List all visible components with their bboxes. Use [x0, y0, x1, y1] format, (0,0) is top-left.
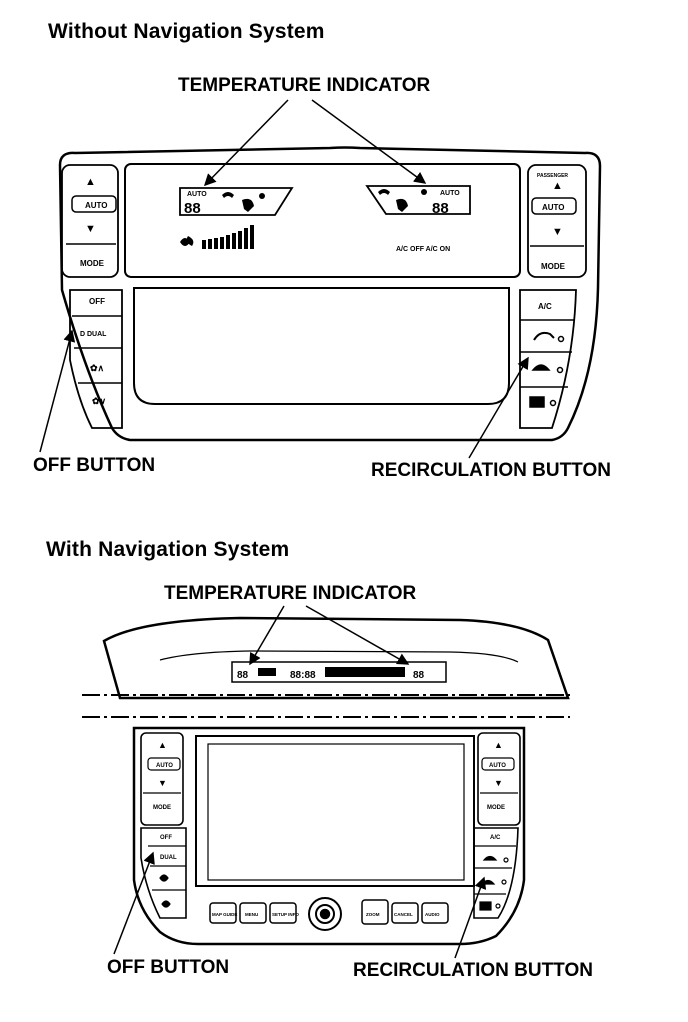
auto-button-right-label: AUTO [542, 203, 565, 212]
recirculation-button-label-top: RECIRCULATION BUTTON [371, 460, 611, 481]
rear-defrost-icon [529, 396, 545, 408]
menu-label: MENU [245, 912, 258, 917]
nav-fan-down-icon [161, 900, 171, 908]
temp-readout-left: 88 [184, 200, 201, 217]
mode-button-right[interactable]: MODE [541, 262, 566, 271]
temp-up-button-right[interactable]: ▲ [552, 180, 563, 192]
nav-defrost-icon [480, 879, 496, 885]
right-lower-buttons-top: A/C [520, 302, 574, 408]
temp-down-button-right[interactable]: ▼ [552, 226, 563, 238]
temperature-indicator-label-bottom: TEMPERATURE INDICATOR [164, 583, 417, 604]
map-guide-label: MAP GUIDE [212, 912, 237, 917]
nav-auto-label-left: AUTO [156, 763, 173, 769]
nav-dual-button[interactable]: DUAL [160, 855, 177, 861]
nav-ac-button[interactable]: A/C [490, 835, 501, 841]
passenger-label: PASSENGER [537, 173, 568, 179]
svg-text:▲: ▲ [85, 176, 96, 188]
rear-defrost-button-top[interactable] [529, 396, 557, 408]
nav-left-controls: ▲ AUTO ▼ MODE OFF DUAL [143, 740, 186, 908]
nav-fan-up-icon [159, 874, 169, 882]
recirculation-icon [533, 331, 555, 341]
temperature-indicator-label-top: TEMPERATURE INDICATOR [178, 75, 431, 96]
callout-lines-top [39, 99, 529, 459]
nav-right-controls: ▲ AUTO ▼ MODE A/C [474, 740, 518, 911]
ac-status-indicator: A/C OFF A/C ON [396, 246, 450, 253]
map-guide-button[interactable] [209, 902, 237, 924]
menu-button[interactable] [239, 902, 267, 924]
cancel-button[interactable] [391, 902, 419, 924]
section-title-with-nav: With Navigation System [46, 538, 290, 561]
climate-panel-without-nav [58, 146, 602, 442]
nav-temp-down-left[interactable]: ▼ [158, 778, 167, 788]
auto-indicator-right: AUTO [440, 190, 460, 197]
nav-top-display-hood [102, 616, 570, 700]
fan-up-button-top[interactable]: ✿∧ [90, 363, 104, 373]
left-lower-buttons-top: OFF D DUAL ✿∧ ✿∨ [72, 297, 122, 406]
auto-button-left-label: AUTO [85, 201, 108, 210]
section-break-lines [82, 694, 570, 718]
defrost-button-top[interactable] [531, 364, 564, 374]
top-display-content: AUTO 88 AUTO 88 [179, 185, 471, 253]
setup-info-button[interactable] [269, 902, 297, 924]
section-title-without-nav: Without Navigation System [48, 20, 325, 43]
vent-icon [222, 192, 265, 212]
recirculation-button-top[interactable] [533, 331, 565, 343]
temp-up-button-left[interactable]: ▲ [85, 176, 96, 188]
nav-temp-up-right[interactable]: ▲ [494, 740, 503, 750]
nav-top-display-content: 88 88:88 88 [237, 667, 425, 681]
zoom-label: ZOOM [366, 912, 380, 917]
right-control-group-top: PASSENGER ▲ AUTO ▼ MODE [530, 173, 584, 271]
audio-button[interactable] [421, 902, 449, 924]
nav-temp-readout-left: 88 [237, 670, 249, 681]
nav-rear-defrost-icon [479, 901, 492, 911]
nav-auto-label-right: AUTO [489, 763, 506, 769]
display-window [124, 163, 521, 278]
zoom-button[interactable] [361, 899, 389, 925]
setup-info-label: SETUP INFO [272, 912, 299, 917]
off-button-label-bottom: OFF BUTTON [107, 957, 230, 978]
fan-icon [180, 236, 194, 246]
nav-mode-right[interactable]: MODE [487, 805, 505, 811]
temp-readout-right: 88 [432, 200, 449, 217]
mode-button-left[interactable]: MODE [80, 259, 105, 268]
auto-button-left[interactable] [71, 195, 117, 213]
nav-auto-button-left[interactable] [147, 757, 181, 771]
nav-temp-readout-right: 88 [413, 670, 425, 681]
dual-button-top[interactable]: D DUAL [80, 331, 107, 338]
nav-auto-button-right[interactable] [481, 757, 515, 771]
defrost-icon [531, 364, 551, 371]
nav-temp-up-left[interactable]: ▲ [158, 740, 167, 750]
cancel-label: CANCEL [394, 912, 413, 917]
audio-label: AUDIO [425, 912, 440, 917]
nav-mode-left[interactable]: MODE [153, 805, 171, 811]
fan-down-button-top[interactable]: ✿∨ [92, 396, 106, 406]
center-blank-panel [133, 287, 510, 405]
nav-temp-down-right[interactable]: ▼ [494, 778, 503, 788]
auto-indicator-left: AUTO [187, 191, 207, 198]
fan-speed-bars [202, 225, 254, 249]
nav-off-button[interactable]: OFF [160, 835, 172, 841]
off-button-label-top: OFF BUTTON [33, 455, 156, 476]
recirculation-button-label-bottom: RECIRCULATION BUTTON [353, 960, 593, 981]
nav-recirculation-icon [482, 855, 498, 861]
left-control-group-top: ▲ AUTO ▼ MODE [66, 176, 117, 268]
ac-button-top[interactable]: A/C [538, 302, 552, 311]
nav-bottom-button-labels: MAP GUIDE MENU SETUP INFO ZOOM CANCEL AU… [212, 912, 440, 917]
svg-text:▼: ▼ [85, 223, 96, 235]
callout-lines-bottom [113, 605, 487, 959]
off-button-top[interactable]: OFF [89, 297, 105, 306]
temp-down-button-left[interactable]: ▼ [85, 223, 96, 235]
auto-button-right[interactable] [531, 197, 577, 215]
nav-clock-readout: 88:88 [290, 670, 316, 681]
nav-bottom-buttons [209, 899, 449, 925]
nav-console [132, 726, 526, 946]
